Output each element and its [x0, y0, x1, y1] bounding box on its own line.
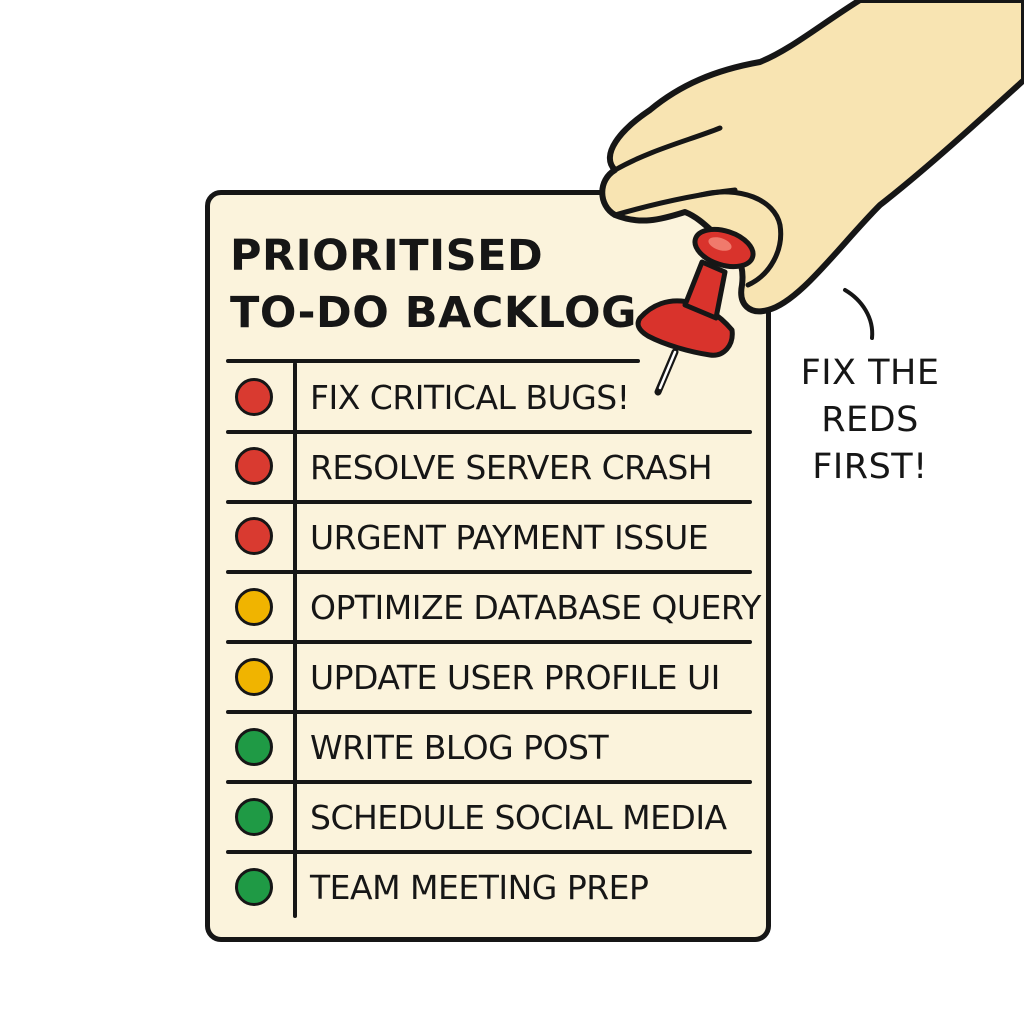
note-title: PRIORITISED TO-DO BACKLOG	[230, 228, 637, 342]
task-item-label: TEAM MEETING PREP	[310, 868, 649, 907]
task-item-label: UPDATE USER PROFILE UI	[310, 658, 720, 697]
note-rule	[226, 430, 752, 434]
task-item-label: OPTIMIZE DATABASE QUERY	[310, 588, 761, 627]
task-item-label: FIX CRITICAL BUGS!	[310, 378, 630, 417]
callout-line-2: REDS	[821, 400, 919, 440]
task-item-label: URGENT PAYMENT ISSUE	[310, 518, 709, 557]
priority-dot-red-icon	[235, 378, 273, 416]
priority-dot-green-icon	[235, 728, 273, 766]
note-rule	[226, 780, 752, 784]
callout-line-3: FIRST!	[812, 447, 928, 487]
note-rule	[226, 640, 752, 644]
task-item-label: WRITE BLOG POST	[310, 728, 609, 767]
priority-dot-yellow-icon	[235, 588, 273, 626]
note-rule	[226, 500, 752, 504]
priority-dot-red-icon	[235, 517, 273, 555]
note-title-line-1: PRIORITISED	[230, 231, 544, 281]
priority-dot-green-icon	[235, 868, 273, 906]
task-item-label: RESOLVE SERVER CRASH	[310, 448, 713, 487]
task-item-label: SCHEDULE SOCIAL MEDIA	[310, 798, 727, 837]
callout-line-1: FIX THE	[800, 353, 940, 393]
priority-dot-green-icon	[235, 798, 273, 836]
note-title-line-2: TO-DO BACKLOG	[230, 288, 637, 338]
note-rule	[226, 710, 752, 714]
priority-dot-red-icon	[235, 447, 273, 485]
note-rule	[226, 570, 752, 574]
callout-arc	[843, 288, 875, 340]
note-rule	[226, 850, 752, 854]
note-rule	[226, 359, 640, 363]
priority-dot-yellow-icon	[235, 658, 273, 696]
callout-text: FIX THE REDS FIRST!	[795, 350, 945, 491]
